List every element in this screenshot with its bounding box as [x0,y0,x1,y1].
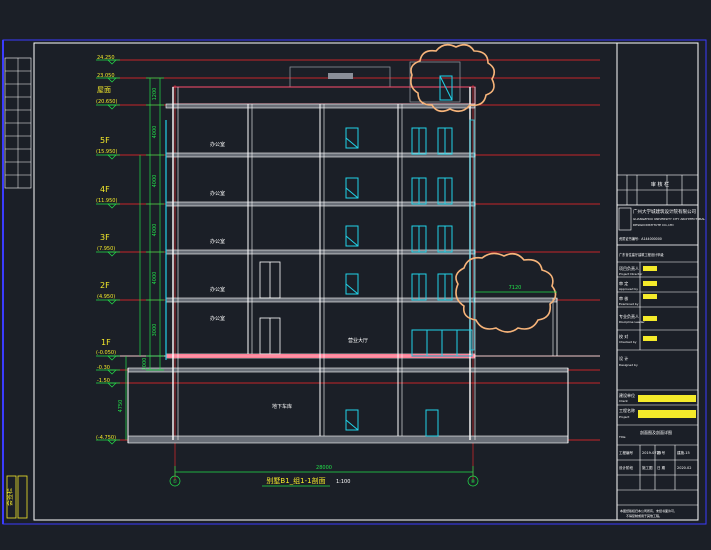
check-label: 审 核 栏 [651,181,669,188]
left-stamp-label: 会签栏 [6,488,14,506]
elev-label-13: (-0.050) [96,350,116,356]
horizontal-dimensions [169,291,557,487]
elev-label-16: (-4.750) [96,435,116,441]
dim-v-2: 4000 [152,175,158,188]
room-label-5f: 办公室 [210,141,225,148]
date-value: 2020.02 [677,466,691,470]
axis-lines [174,85,474,480]
elev-label-6: 4F [100,185,110,194]
field-sign-0 [643,266,657,271]
field-label-2: 审 核 [619,295,628,301]
overall-width-label: 28000 [316,465,332,471]
design-firm-name: 广州大学城建筑设计院有限公司 [633,208,696,215]
copyright-note-1: 本图纸版权归本公司所有，未经书面许可， [620,508,677,513]
project-sub: Project [619,415,630,419]
room-label-3f: 办公室 [210,238,225,245]
field-sub-5: Designed by [619,363,638,367]
room-label-4f: 办公室 [210,190,225,197]
firm-english-1: GUANGZHOU UNIVERSITY CITY ARCHITECTURAL [633,217,705,221]
drawing-no-label: 图 号 [657,450,666,455]
copyright-note-2: 不得复制或用于其他工程。 [626,513,662,518]
dim-v-7: 4750 [118,400,124,413]
field-label-5: 设 计 [619,355,628,361]
field-sign-1 [643,281,657,286]
client-label: 建设单位 [619,392,635,398]
axis-right-label: ⑧ [471,479,476,485]
vertical-dimensions [125,77,167,440]
building-section [110,61,600,444]
elev-label-0: 24.250 [97,55,115,61]
field-label-4: 校 对 [619,333,628,339]
stage-value: 施工图 [642,465,653,470]
field-label-1: 审 定 [619,280,628,286]
field-sub-0: Project Director [619,272,643,276]
field-sub-4: Checked by [619,340,637,344]
title-block [616,174,699,506]
vertical-dimension-labels: 1200 4000 4000 4000 4000 3000 1000 4750 [118,88,158,413]
room-labels: 办公室 办公室 办公室 办公室 办公室 营业大厅 地下车库 [210,141,368,410]
job-no-value: 2019-0725 [642,451,661,455]
elev-label-1: 23.050 [97,73,115,79]
drawing-frame [33,42,699,521]
date-label: 日 期 [657,465,666,470]
dim-v-4: 4000 [152,272,158,285]
dim-v-3: 4000 [152,224,158,237]
elevation-labels: 24.250 23.050 屋面 (20.650) 5F (15.950) 4F… [96,55,117,441]
room-label-2f: 办公室 [210,286,225,293]
elev-label-12: 1F [101,338,111,347]
title-block-text: 审 核 栏 广州大学城建筑设计院有限公司 GUANGZHOU UNIVERSIT… [618,181,705,518]
field-sign-3 [643,316,657,321]
elev-label-8: 3F [100,233,110,242]
field-sign-4 [643,336,657,341]
axis-left-label: ① [173,479,178,485]
elev-label-4: 5F [100,136,110,145]
drawing-name: 剖面图及剖面详图 [640,429,672,435]
elev-label-9: (7.950) [97,246,115,252]
drawing-no-value: 建施-15 [677,450,690,455]
elev-label-14: -0.30 [97,365,110,371]
project-label: 工程名称 [619,407,635,413]
dim-v-0: 1200 [152,88,158,101]
elev-label-11: (4.950) [97,294,115,300]
field-label-0: 项目负责人 [619,265,639,271]
elev-label-15: -1.50 [97,378,110,384]
room-label-basement: 地下车库 [272,403,292,410]
stage-label: 设计阶段 [619,465,633,470]
room-label-1f: 营业大厅 [348,337,368,344]
client-sub: Client [619,399,629,403]
firm-logo [618,207,632,231]
dim-v-6: 1000 [142,358,148,371]
field-label-3: 专业负责人 [619,313,639,319]
elevation-markers [96,59,120,445]
field-sign-2 [643,294,657,299]
field-sub-1: Approved by [619,287,638,291]
field-sub-3: Discipline Leader [619,320,646,324]
dim-v-5: 3000 [152,324,158,337]
dim-v-1: 4000 [152,126,158,139]
firm-license: 资质证书编号：A144000000 [619,236,662,241]
canopy-width-label: 7120 [509,285,522,291]
field-sub-2: Examined by [619,302,639,306]
windows [345,75,475,437]
elev-label-5: (15.950) [96,149,117,155]
doors [259,261,281,355]
drawing-title: 别墅B1_组1-1剖面 [266,476,325,485]
elev-label-7: (11.950) [96,198,117,204]
left-signature-column: 会签栏 [2,40,32,524]
revision-clouds [410,43,557,333]
client-value-highlight [638,395,696,402]
job-no-label: 工程编号 [619,450,633,455]
room-label-2f-b: 办公室 [210,315,225,322]
elev-label-10: 2F [100,281,110,290]
firm-english-2: DESIGN INSTITUTE CO.,LTD [633,223,674,227]
drawing-scale: 1:100 [336,479,350,485]
elev-label-3: (20.650) [96,99,117,105]
project-value-highlight [638,410,696,418]
firm-approval: 广东省住建厅建筑工程设计甲级 [619,252,664,257]
drawing-title-sub: Title [618,435,626,439]
elev-label-2: 屋面 [97,86,111,94]
